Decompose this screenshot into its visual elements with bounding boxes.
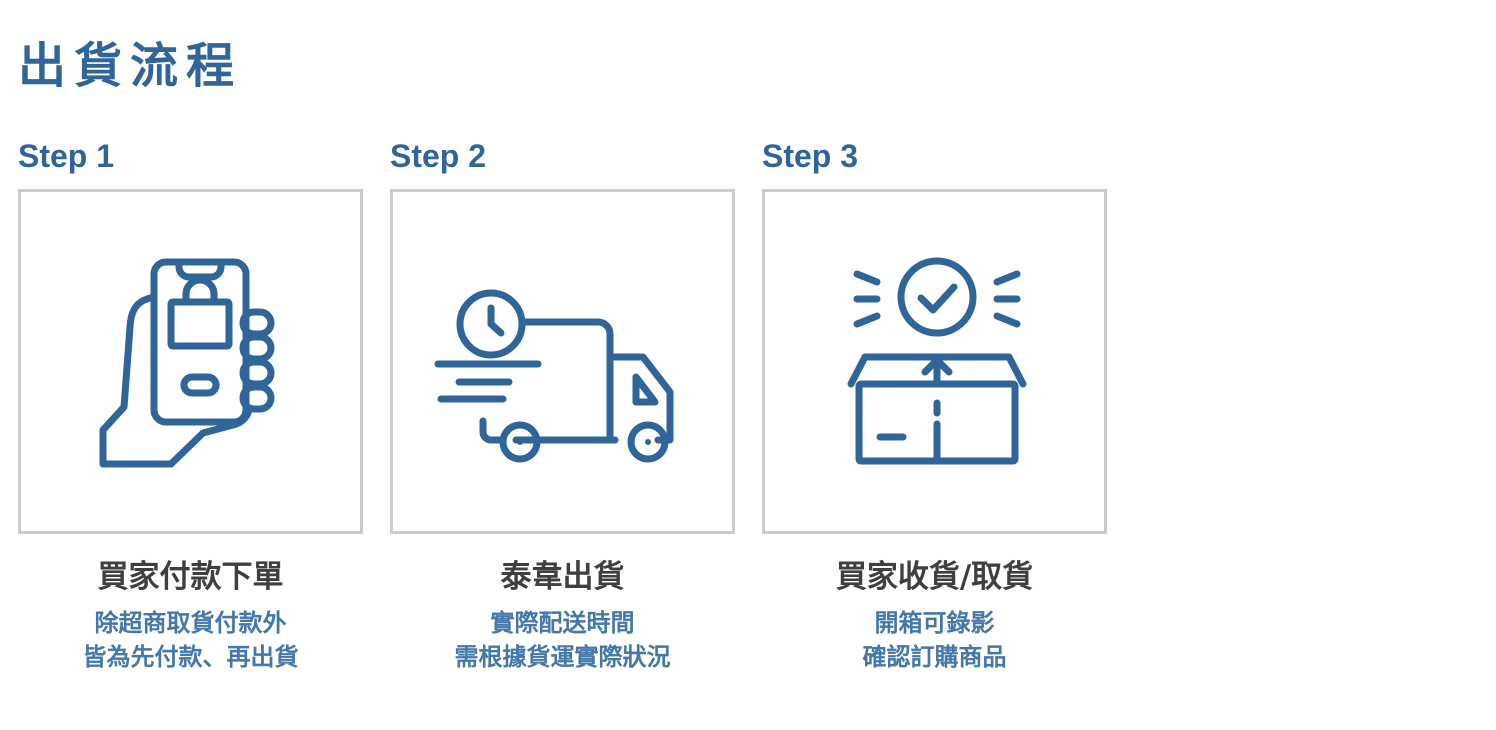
- step-label: Step 1: [18, 138, 115, 174]
- step-caption: 買家付款下單 除超商取貨付款外 皆為先付款、再出貨: [18, 556, 363, 674]
- page-title: 出貨流程: [18, 38, 243, 94]
- step-3: Step 3 買家收貨/取貨: [762, 134, 1107, 671]
- step-title: 泰韋出貨: [500, 559, 625, 595]
- step-title: 買家收貨/取貨: [835, 559, 1034, 595]
- step-caption: 買家收貨/取貨 開箱可錄影 確認訂購商品: [762, 556, 1107, 674]
- step-description-line: 除超商取貨付款外: [94, 609, 287, 637]
- delivery-truck-clock-icon: [434, 289, 674, 463]
- step-description: 除超商取貨付款外 皆為先付款、再出貨: [18, 606, 363, 674]
- step-description-line: 需根據貨運實際狀況: [454, 643, 671, 671]
- open-box-checkmark-icon: [847, 257, 1027, 465]
- step-icon-box: [18, 189, 363, 534]
- step-description-line: 確認訂購商品: [862, 643, 1007, 671]
- step-2: Step 2 泰韋出貨 實際配送時間 需: [390, 134, 735, 671]
- step-icon-box: [390, 189, 735, 534]
- step-label: Step 3: [762, 138, 859, 174]
- hand-holding-phone-shopping-bag-icon: [99, 258, 275, 468]
- step-title: 買家付款下單: [97, 559, 284, 595]
- step-description: 開箱可錄影 確認訂購商品: [762, 606, 1107, 674]
- step-description-line: 實際配送時間: [490, 609, 635, 637]
- step-1: Step 1 買家付款下單 除超商取貨付款外 皆為先付款、再出貨: [18, 134, 363, 671]
- step-label: Step 2: [390, 138, 487, 174]
- step-caption: 泰韋出貨 實際配送時間 需根據貨運實際狀況: [390, 556, 735, 674]
- step-description-line: 皆為先付款、再出貨: [82, 643, 299, 671]
- step-icon-box: [762, 189, 1107, 534]
- step-description: 實際配送時間 需根據貨運實際狀況: [390, 606, 735, 674]
- step-description-line: 開箱可錄影: [874, 609, 995, 637]
